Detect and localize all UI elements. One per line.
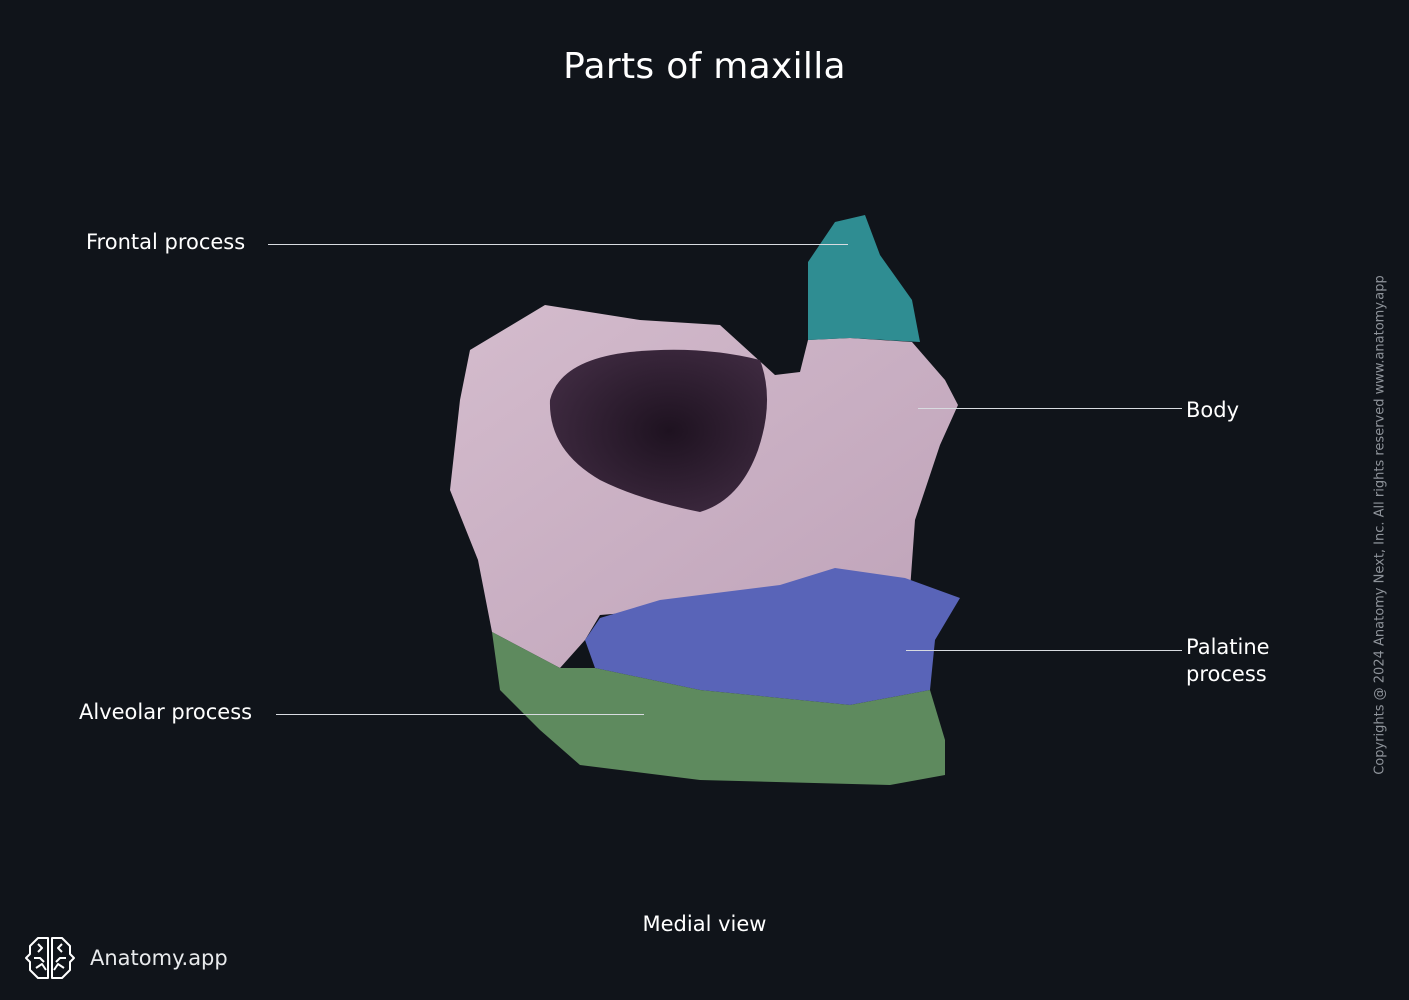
- label-palatine-line1: Palatine: [1186, 635, 1270, 659]
- label-palatine-line2: process: [1186, 662, 1267, 686]
- alveolar-process-region: [492, 632, 945, 785]
- label-frontal-process: Frontal process: [86, 230, 246, 254]
- palatine-process-region: [585, 568, 960, 705]
- view-caption: Medial view: [642, 912, 767, 936]
- frontal-process-region: [808, 215, 920, 342]
- copyright-text: Copyrights @ 2024 Anatomy Next, Inc. All…: [1372, 275, 1388, 775]
- label-alveolar-process: Alveolar process: [79, 700, 253, 724]
- brain-icon: [25, 937, 75, 979]
- label-body: Body: [1186, 398, 1240, 422]
- leader-line-body: [918, 408, 1182, 409]
- brand-name: Anatomy.app: [90, 946, 228, 970]
- label-palatine-process: Palatine process: [1186, 634, 1270, 688]
- brand-logo: Anatomy.app: [24, 934, 228, 982]
- leader-line-frontal-process: [268, 244, 848, 245]
- sinus-opening: [549, 349, 768, 512]
- page-title: Parts of maxilla: [563, 46, 846, 87]
- leader-line-palatine-process: [906, 650, 1182, 651]
- leader-line-alveolar-process: [276, 714, 644, 715]
